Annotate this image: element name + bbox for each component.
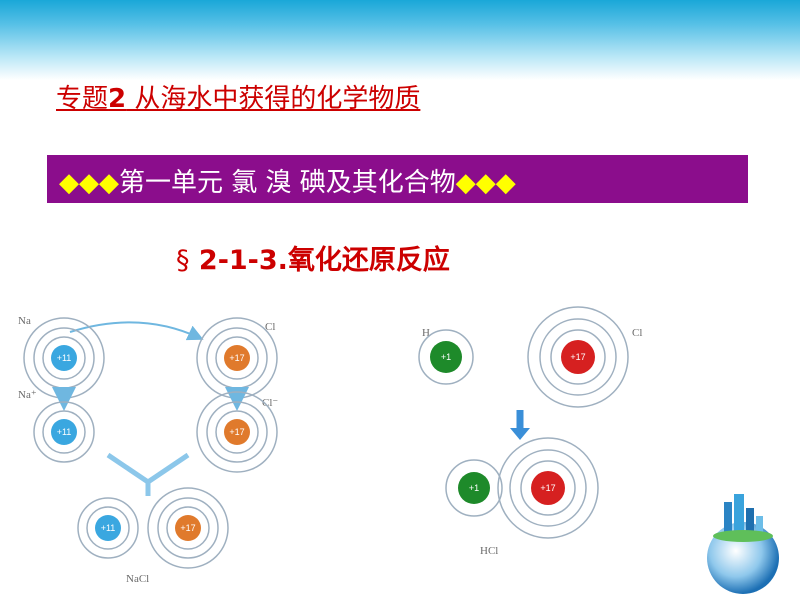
- cl-label-left: Cl: [265, 321, 275, 333]
- hcl-label: HCl: [480, 545, 498, 557]
- na-ion-label: Na⁺: [18, 389, 37, 401]
- electron-transfer-arrow: [69, 321, 204, 341]
- h-label: H: [422, 327, 430, 339]
- cl-right-nucleus: +17: [570, 352, 585, 362]
- hcl-molecule: +1 +17: [445, 437, 599, 539]
- cl-ion: +17: [196, 391, 278, 473]
- title-rest: 从海水中获得的化学物质: [126, 84, 421, 114]
- hcl-cl-nucleus: +17: [540, 483, 555, 493]
- unit-banner: ◆◆◆第一单元 氯 溴 碘及其化合物◆◆◆: [47, 155, 748, 203]
- merge-arrow: [106, 452, 190, 496]
- banner-text: 第一单元 氯 溴 碘及其化合物: [119, 168, 456, 198]
- section-number: 2-1-3.: [198, 245, 288, 276]
- section-heading: § 2-1-3.氧化还原反应: [176, 238, 450, 277]
- h-atom: +1: [418, 329, 474, 385]
- cl-atom-right: +17: [527, 306, 629, 408]
- atom-diagrams: Na Cl +11 +11 +17 Na⁺ Cl⁻ +11 +17: [18, 306, 642, 585]
- globe-city-icon: [707, 494, 779, 594]
- cl-nucleus-left-text: +17: [229, 353, 244, 363]
- diamonds-right-icon: ◆◆◆: [455, 168, 516, 198]
- cl-ion-nucleus: +17: [229, 427, 244, 437]
- cl-ion-label: Cl⁻: [262, 397, 278, 409]
- nacl-na-nucleus: +11: [101, 523, 116, 533]
- na-nucleus: +11: [57, 353, 72, 363]
- banner-text-line: ◆◆◆第一单元 氯 溴 碘及其化合物◆◆◆: [59, 162, 516, 199]
- na-label: Na: [18, 315, 31, 327]
- section-symbol: §: [176, 245, 190, 276]
- cl-atom-left: +11 +17: [196, 317, 278, 399]
- diamonds-left-icon: ◆◆◆: [59, 168, 119, 198]
- h-nucleus: +1: [441, 352, 451, 362]
- title-prefix: 专题: [56, 84, 109, 114]
- cl-label-right: Cl: [632, 327, 642, 339]
- title-number: 2: [108, 84, 127, 114]
- page-title: 专题2 从海水中获得的化学物质: [56, 78, 420, 115]
- down-arrow-hcl-icon: [510, 428, 530, 440]
- hcl-h-nucleus: +1: [469, 483, 479, 493]
- na-ion: +11: [33, 401, 95, 463]
- nacl-pair: +11 +17: [77, 487, 229, 569]
- na-atom: +11: [23, 317, 105, 399]
- na-ion-nucleus: +11: [57, 427, 72, 437]
- nacl-label: NaCl: [126, 573, 149, 585]
- header-gradient: [0, 0, 800, 80]
- section-text: 氧化还原反应: [287, 245, 450, 276]
- nacl-cl-nucleus: +17: [180, 523, 195, 533]
